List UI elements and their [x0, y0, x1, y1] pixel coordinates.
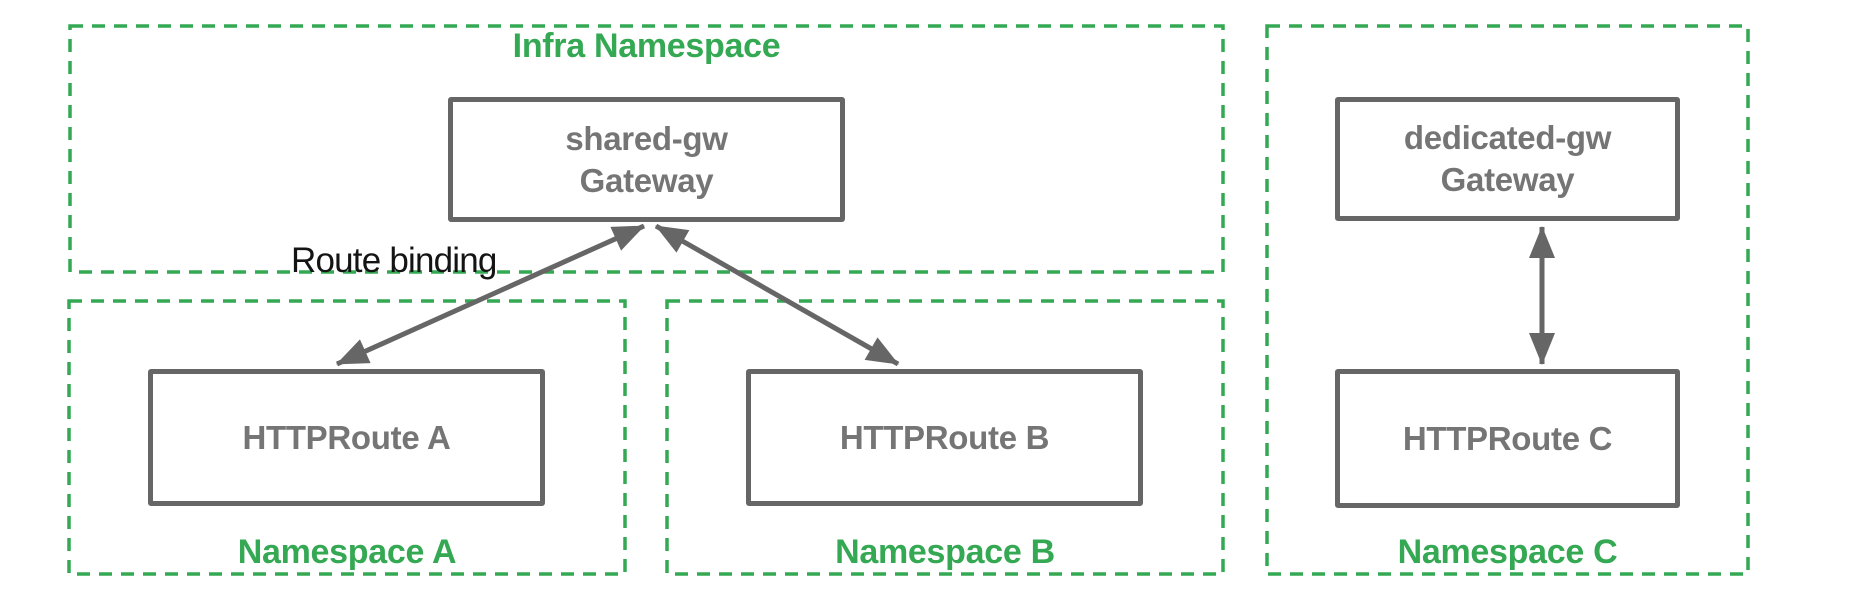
- namespace-b-label: Namespace B: [835, 533, 1055, 571]
- httproute-b-label: HTTPRoute B: [839, 418, 1050, 456]
- route-binding-annotation: Route binding: [291, 241, 497, 280]
- route-binding-arrow-b: [654, 223, 900, 367]
- dedicated-gw-kind: Gateway: [1440, 161, 1575, 198]
- httproute-a-label: HTTPRoute A: [242, 418, 451, 456]
- namespace-c-label: Namespace C: [1397, 533, 1618, 571]
- namespace-a-border: [67, 299, 627, 576]
- infra-namespace-label: Infra Namespace: [512, 27, 781, 65]
- shared-gw-kind: Gateway: [579, 161, 714, 199]
- namespace-b-border: [665, 299, 1225, 576]
- shared-gw-name: shared-gw: [565, 119, 728, 157]
- namespace-a-label: Namespace A: [237, 533, 457, 571]
- dedicated-gw-gateway-node: dedicated-gw Gateway: [1335, 97, 1680, 221]
- httproute-c-node: HTTPRoute C: [1335, 369, 1680, 508]
- httproute-c-label: HTTPRoute C: [1402, 419, 1613, 457]
- dedicated-gw-name: dedicated-gw: [1403, 119, 1612, 157]
- infra-namespace-border: [68, 24, 1225, 274]
- httproute-a-node: HTTPRoute A: [148, 369, 545, 506]
- httproute-b-node: HTTPRoute B: [746, 369, 1143, 506]
- namespace-c-border: [1265, 24, 1750, 576]
- route-binding-arrow-a: [335, 223, 646, 367]
- shared-gw-gateway-node: shared-gw Gateway: [448, 97, 845, 222]
